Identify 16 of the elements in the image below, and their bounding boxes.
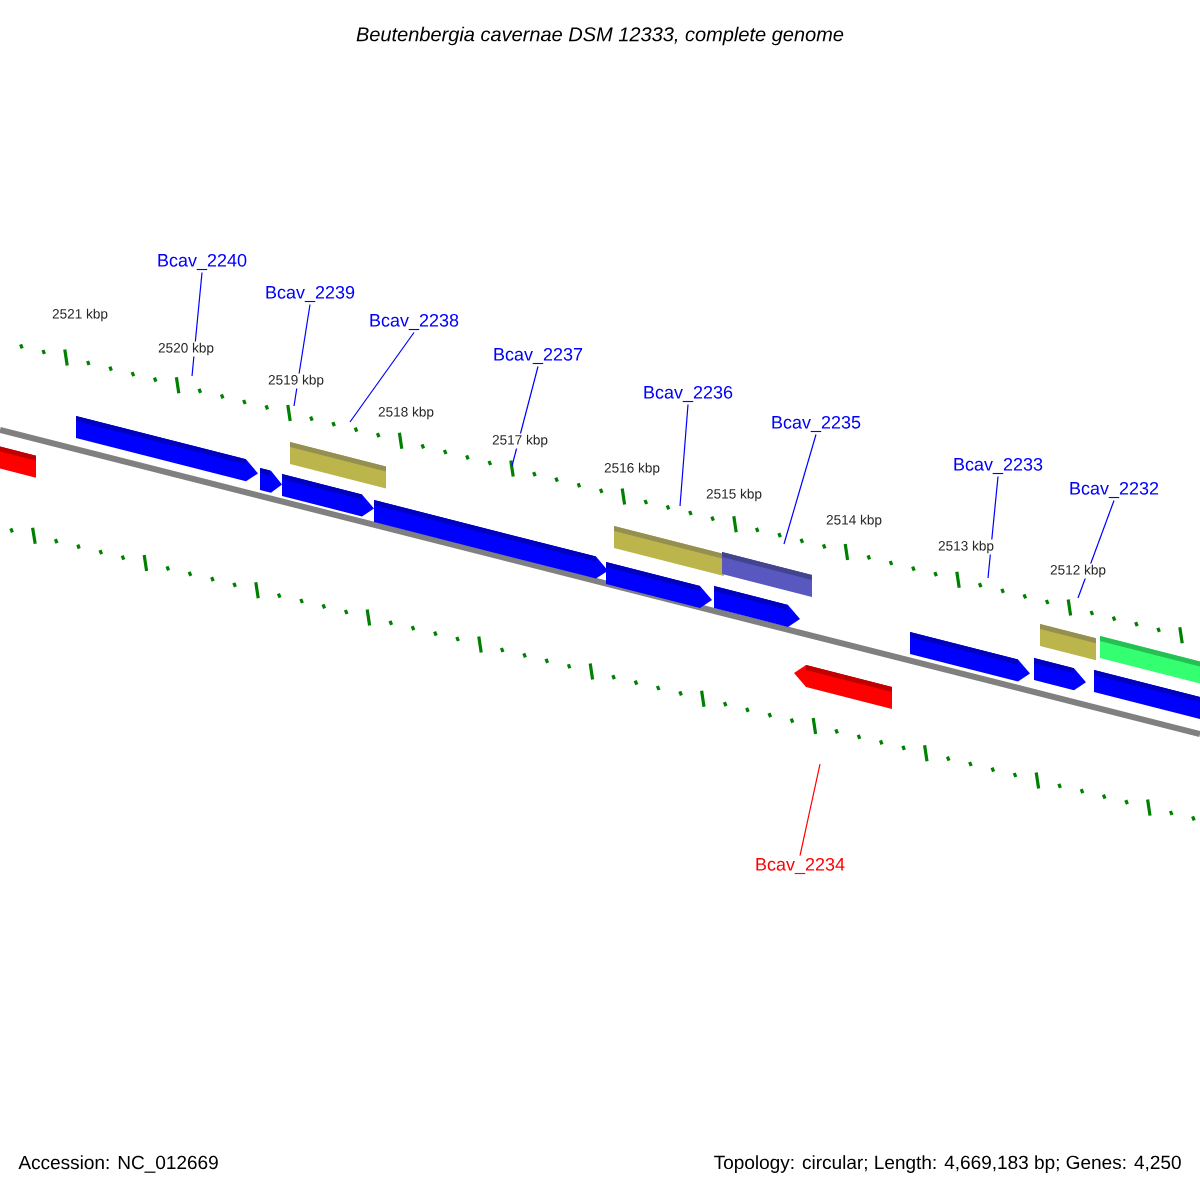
gene-label: Bcav_2239	[266, 285, 355, 303]
title: Beutenbergia cavernae DSM 12333, complete genome	[356, 26, 844, 46]
genome-stats: Topology: circular; Length: 4,669,183 bp; Genes: 4,250	[714, 1155, 1181, 1173]
gene-label: Bcav_2233	[954, 457, 1043, 475]
accession-text: Accession: NC_012669	[18, 1155, 218, 1173]
gene-label: Bcav_2232	[1070, 481, 1159, 499]
gene-label: Bcav_2234	[756, 857, 845, 875]
leader-line	[679, 403, 689, 507]
gene-label: Bcav_2237	[494, 347, 583, 365]
leader-line	[349, 331, 415, 423]
leader-line	[799, 763, 821, 857]
gene-label: Bcav_2235	[772, 415, 861, 433]
leader-line	[783, 433, 817, 545]
gene-label: Bcav_2236	[644, 385, 733, 403]
gene-label: Bcav_2240	[158, 253, 247, 271]
gene-label: Bcav_2238	[370, 313, 459, 331]
